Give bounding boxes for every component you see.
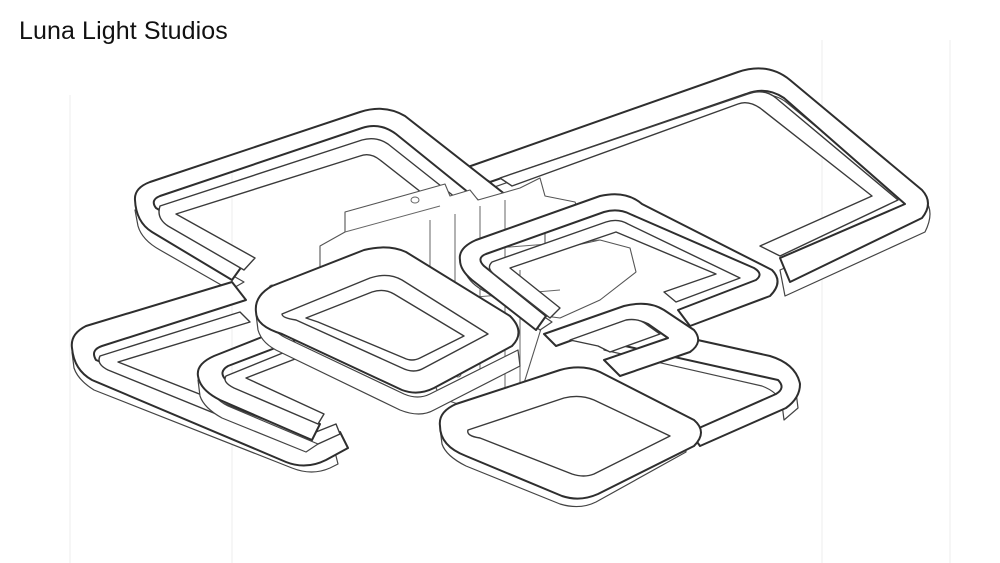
frame-medium-left: [196, 321, 325, 453]
frame-small-right: [543, 302, 700, 377]
frame-medium-right: [458, 193, 779, 331]
frame-large-back-left: [133, 107, 521, 291]
frame-large-back-right: [464, 67, 931, 297]
frame-small-front-right: [438, 366, 702, 508]
frame-small-center: [254, 246, 521, 415]
brand-name: Luna Light Studios: [19, 17, 228, 45]
